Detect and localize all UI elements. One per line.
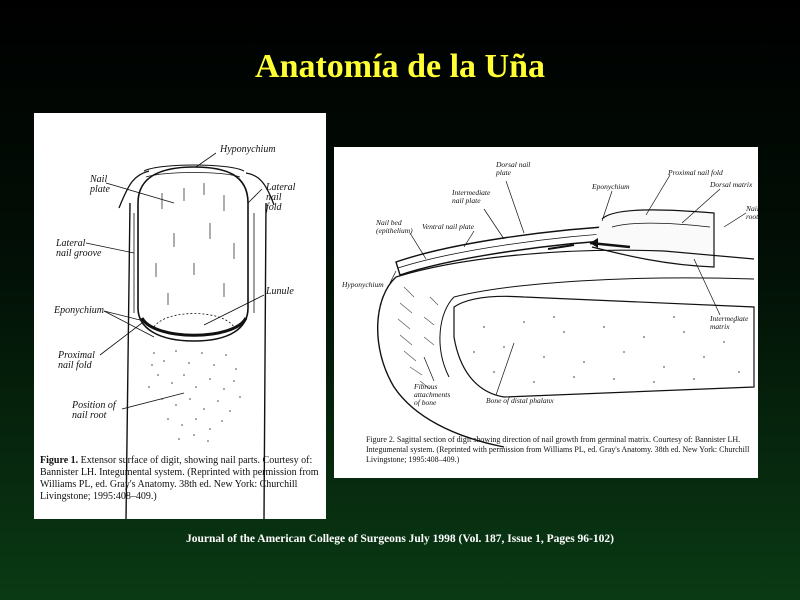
label-proximal-nail-fold: Proximal nail fold bbox=[58, 350, 95, 371]
label-eponychium-right: Eponychium bbox=[592, 182, 630, 191]
journal-citation: Journal of the American College of Surge… bbox=[186, 533, 614, 545]
figure-2-caption: Figure 2. Sagittal section of digit show… bbox=[366, 435, 750, 464]
label-intermediate-matrix: Intermediate matrix bbox=[710, 314, 749, 331]
label-dorsal-nail-plate: Dorsal nail plate bbox=[496, 160, 531, 177]
figure-1-caption: Figure 1. Extensor surface of digit, sho… bbox=[40, 455, 322, 503]
figure-2-panel: Dorsal nail plate Intermediate nail plat… bbox=[334, 147, 758, 478]
label-eponychium: Eponychium bbox=[54, 305, 104, 316]
label-nail-bed: Nail bed (epithelium) bbox=[376, 218, 413, 235]
label-dorsal-matrix: Dorsal matrix bbox=[710, 180, 753, 189]
label-fibrous-attachments: Fibrous attachments of bone bbox=[414, 382, 451, 407]
label-intermediate-nail-plate: Intermediate nail plate bbox=[452, 188, 491, 205]
label-ventral-nail-plate: Ventral nail plate bbox=[422, 222, 475, 231]
label-bone-distal-phalanx: Bone of distal phalanx bbox=[486, 396, 554, 405]
label-nail-plate: Nail plate bbox=[90, 174, 110, 195]
finger-nail-diagram bbox=[85, 152, 275, 519]
label-position-nail-root: Position of nail root bbox=[72, 400, 116, 421]
sagittal-section-diagram bbox=[377, 174, 755, 448]
figure-1-panel: Hyponychium Nail plate Lateral nail fold… bbox=[34, 113, 326, 519]
slide-title: Anatomía de la Uña bbox=[255, 48, 545, 85]
figure-1-caption-title: Figure 1. bbox=[40, 455, 79, 466]
figure-1-caption-text: Extensor surface of digit, showing nail … bbox=[40, 455, 319, 502]
label-hyponychium-right: Hyponychium bbox=[342, 280, 384, 289]
label-lateral-nail-groove: Lateral nail groove bbox=[56, 238, 102, 259]
label-hyponychium: Hyponychium bbox=[220, 144, 276, 155]
label-nail-root: Nail root bbox=[746, 204, 758, 221]
label-lunule: Lunule bbox=[266, 286, 294, 297]
label-proximal-nail-fold-right: Proximal nail fold bbox=[668, 168, 723, 177]
label-lateral-nail-fold: Lateral nail fold bbox=[266, 182, 296, 213]
